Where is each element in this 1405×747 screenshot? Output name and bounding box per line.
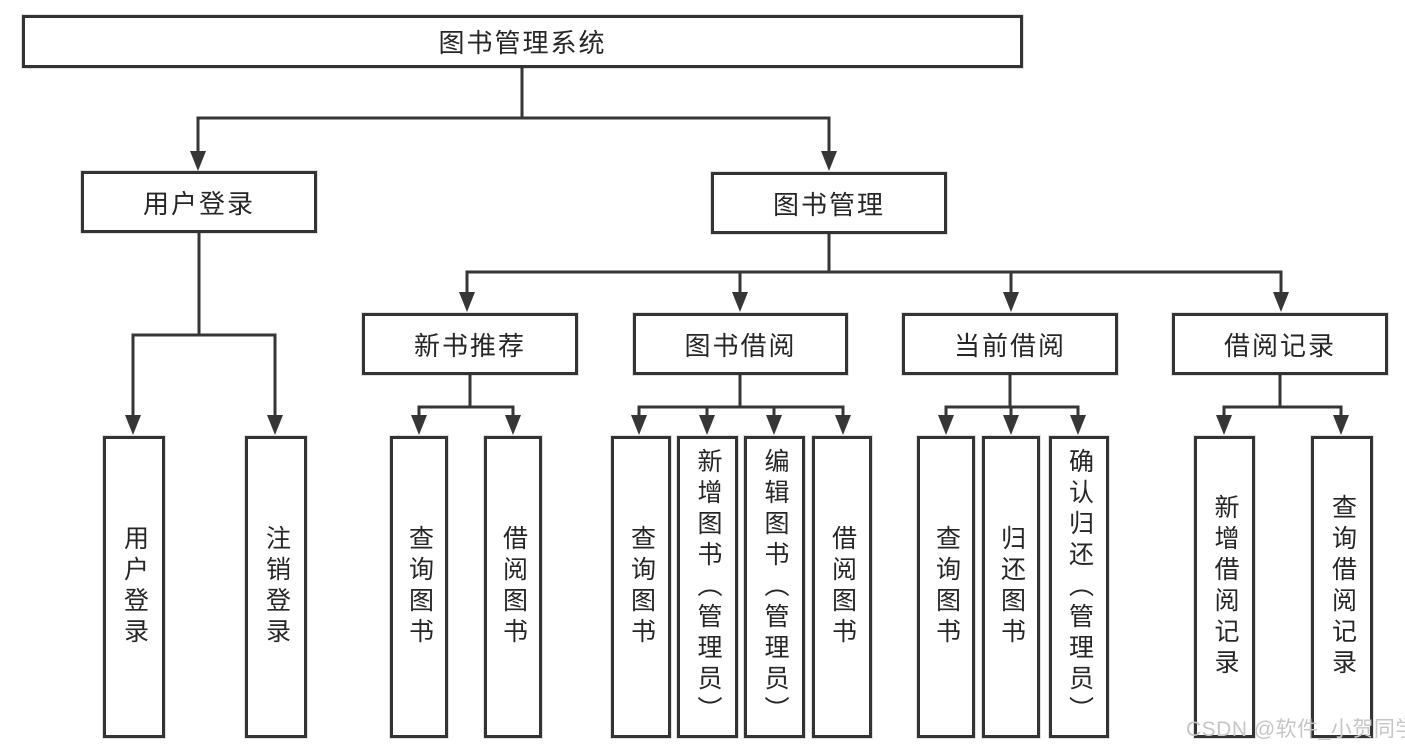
leaf-return-books: 归还图书 — [982, 436, 1040, 738]
node-book-management: 图书管理 — [711, 172, 947, 234]
node-book-borrowing: 图书借阅 — [633, 313, 848, 375]
leaf-return-books-label: 归还图书 — [997, 525, 1026, 649]
leaf-confirm-return-admin: 确认归还（管理员） — [1049, 436, 1109, 738]
node-borrowing-records-label: 借阅记录 — [1223, 330, 1336, 361]
csdn-watermark: CSDN @软件_小贺同学 — [1186, 718, 1405, 741]
leaf-query-books-recommend-label: 查询图书 — [405, 525, 434, 649]
node-current-borrowing-label: 当前借阅 — [953, 330, 1066, 361]
leaf-add-books-admin-label: 新增图书（管理员） — [694, 447, 722, 727]
node-user-login-label: 用户登录 — [142, 188, 255, 219]
leaf-user-login: 用户登录 — [103, 436, 165, 738]
leaf-add-borrow-record-label: 新增借阅记录 — [1211, 494, 1239, 680]
node-borrowing-records: 借阅记录 — [1172, 313, 1388, 375]
leaf-confirm-return-admin-label: 确认归还（管理员） — [1065, 447, 1094, 727]
leaf-query-books-current-label: 查询图书 — [932, 525, 961, 649]
node-book-management-label: 图书管理 — [772, 189, 885, 220]
leaf-borrow-books: 借阅图书 — [812, 436, 872, 738]
leaf-query-books-borrow-label: 查询图书 — [627, 525, 656, 649]
leaf-edit-books-admin-label: 编辑图书（管理员） — [761, 447, 789, 727]
node-new-book-recommend-label: 新书推荐 — [413, 330, 526, 361]
leaf-user-login-label: 用户登录 — [120, 525, 149, 649]
leaf-borrow-books-recommend: 借阅图书 — [484, 436, 542, 738]
node-new-book-recommend: 新书推荐 — [362, 313, 578, 375]
node-current-borrowing: 当前借阅 — [902, 313, 1118, 375]
leaf-edit-books-admin: 编辑图书（管理员） — [744, 436, 805, 738]
leaf-query-borrow-record-label: 查询借阅记录 — [1328, 494, 1357, 680]
leaf-borrow-books-label: 借阅图书 — [828, 525, 857, 649]
node-user-login: 用户登录 — [81, 171, 317, 233]
leaf-borrow-books-recommend-label: 借阅图书 — [499, 525, 528, 649]
leaf-logout-label: 注销登录 — [262, 525, 291, 649]
node-book-borrowing-label: 图书借阅 — [684, 330, 797, 361]
leaf-query-books-recommend: 查询图书 — [390, 436, 448, 738]
leaf-query-books-borrow: 查询图书 — [611, 436, 671, 738]
leaf-query-books-current: 查询图书 — [917, 436, 975, 738]
node-system-root-label: 图书管理系统 — [438, 28, 607, 58]
leaf-logout: 注销登录 — [245, 436, 307, 738]
leaf-add-books-admin: 新增图书（管理员） — [677, 436, 738, 738]
leaf-query-borrow-record: 查询借阅记录 — [1311, 436, 1373, 738]
leaf-add-borrow-record: 新增借阅记录 — [1194, 436, 1255, 738]
node-system-root: 图书管理系统 — [22, 15, 1023, 68]
